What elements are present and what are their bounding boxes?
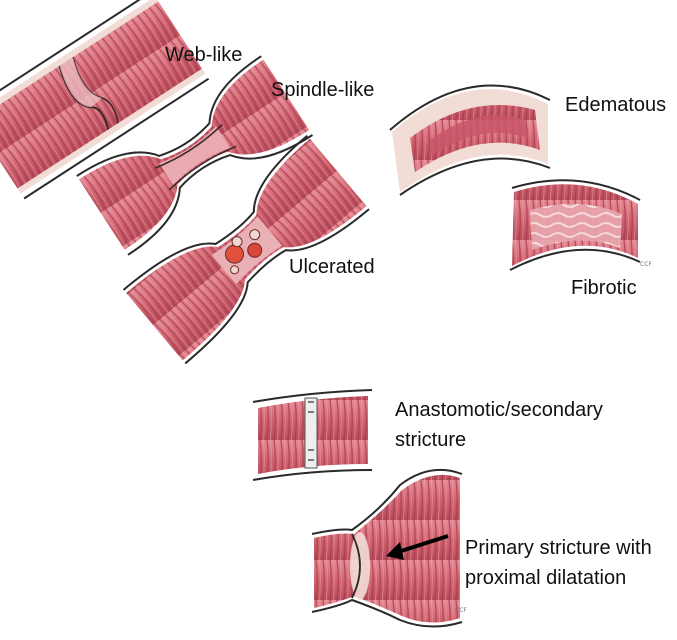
anastomotic-segment [253,390,372,480]
label-primary-line2: proximal dilatation [465,566,626,590]
edematous-segment [390,85,550,195]
label-fibrotic: Fibrotic [571,276,637,300]
fibrotic-segment: CCF [510,180,652,270]
credit-mark: CCF [640,261,652,268]
credit-mark-2: CCF [455,607,467,614]
label-anastomotic-line2: stricture [395,428,466,452]
label-spindle-like: Spindle-like [271,78,374,102]
label-web-like: Web-like [165,43,242,67]
primary-stricture-segment: CCF [312,470,467,627]
label-anastomotic-line1: Anastomotic/secondary [395,398,603,422]
label-ulcerated: Ulcerated [289,255,375,279]
label-primary-line1: Primary stricture with [465,536,652,560]
label-edematous: Edematous [565,93,666,117]
